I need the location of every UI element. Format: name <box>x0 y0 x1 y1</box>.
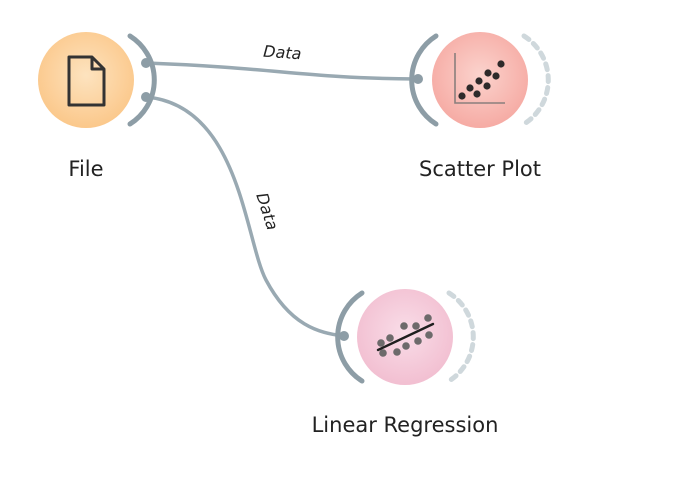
linear-regression-widget[interactable]: Linear Regression <box>312 289 499 437</box>
file-icon <box>67 55 106 107</box>
scatter-plot-widget[interactable]: Scatter Plot <box>409 32 551 181</box>
output-anchor[interactable] <box>141 58 151 68</box>
node-label: Scatter Plot <box>419 157 541 181</box>
input-channel-arc[interactable] <box>409 33 439 127</box>
file-widget-circle[interactable] <box>38 32 134 128</box>
output-anchor[interactable] <box>141 92 151 102</box>
file-widget[interactable]: File <box>38 32 157 181</box>
scatter-plot-icon <box>454 53 505 104</box>
node-label: File <box>68 157 103 181</box>
output-channel-arc-dashed[interactable] <box>446 290 476 384</box>
output-channel-arc[interactable] <box>127 33 157 127</box>
node-label: Linear Regression <box>312 413 499 437</box>
link-label: Data <box>263 42 302 64</box>
link-file-to-linear-regression[interactable]: Data <box>144 95 346 338</box>
link-label: Data <box>252 190 282 232</box>
link-line[interactable] <box>144 61 419 81</box>
output-channel-arc-dashed[interactable] <box>521 33 551 127</box>
input-channel-arc[interactable] <box>335 290 365 384</box>
link-line[interactable] <box>144 95 346 338</box>
linear-regression-icon <box>376 314 435 357</box>
input-anchor[interactable] <box>413 74 423 84</box>
link-file-to-scatter-plot[interactable]: Data <box>144 42 419 81</box>
input-anchor[interactable] <box>339 331 349 341</box>
